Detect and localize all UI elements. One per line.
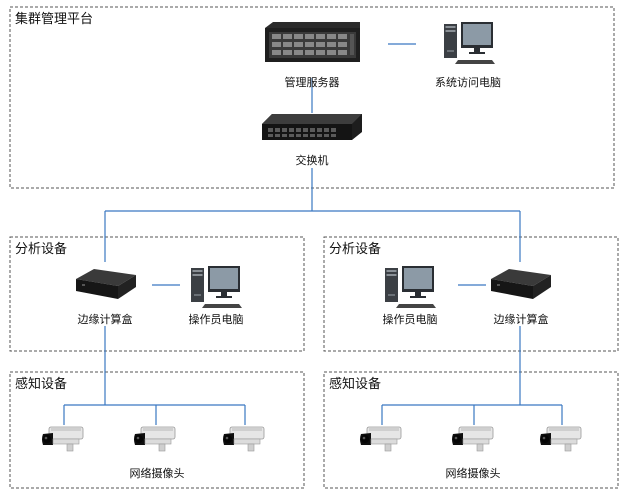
management-server-label: 管理服务器 [285, 75, 340, 89]
bullet-camera-icon [41, 426, 84, 452]
bullet-camera-icon [133, 426, 176, 452]
bullet-camera-icon [539, 426, 582, 452]
operator-pc-left-label: 操作员电脑 [189, 312, 244, 326]
edge-box-icon [491, 269, 551, 299]
edge-box-left-label: 边缘计算盒 [78, 312, 133, 326]
group-sensing-left-box [9, 371, 305, 489]
group-analysis-left-title: 分析设备 [15, 241, 67, 257]
network-switch-icon [262, 114, 362, 140]
group-analysis-right-box [323, 236, 619, 352]
cameras-left-label: 网络摄像头 [130, 466, 185, 480]
desktop-computer-icon [385, 266, 436, 308]
group-sensing-left-title: 感知设备 [15, 376, 67, 392]
desktop-computer-icon [444, 22, 495, 64]
group-analysis-right-title: 分析设备 [329, 241, 381, 257]
desktop-computer-icon [191, 266, 242, 308]
operator-pc-right-label: 操作员电脑 [383, 312, 438, 326]
bullet-camera-icon [451, 426, 494, 452]
switch-label: 交换机 [296, 153, 329, 167]
access-pc-label: 系统访问电脑 [435, 76, 501, 89]
group-cluster-title: 集群管理平台 [15, 11, 93, 27]
bullet-camera-icon [359, 426, 402, 452]
edge-box-icon [76, 269, 136, 299]
connector-lines [63, 43, 563, 425]
cameras-right-label: 网络摄像头 [446, 466, 501, 480]
group-sensing-right-box [323, 371, 619, 489]
group-analysis-left-box [9, 236, 305, 352]
bullet-camera-icon [222, 426, 265, 452]
group-sensing-right-title: 感知设备 [329, 376, 381, 392]
edge-box-right-label: 边缘计算盒 [494, 312, 549, 326]
rack-server-icon [265, 22, 360, 62]
